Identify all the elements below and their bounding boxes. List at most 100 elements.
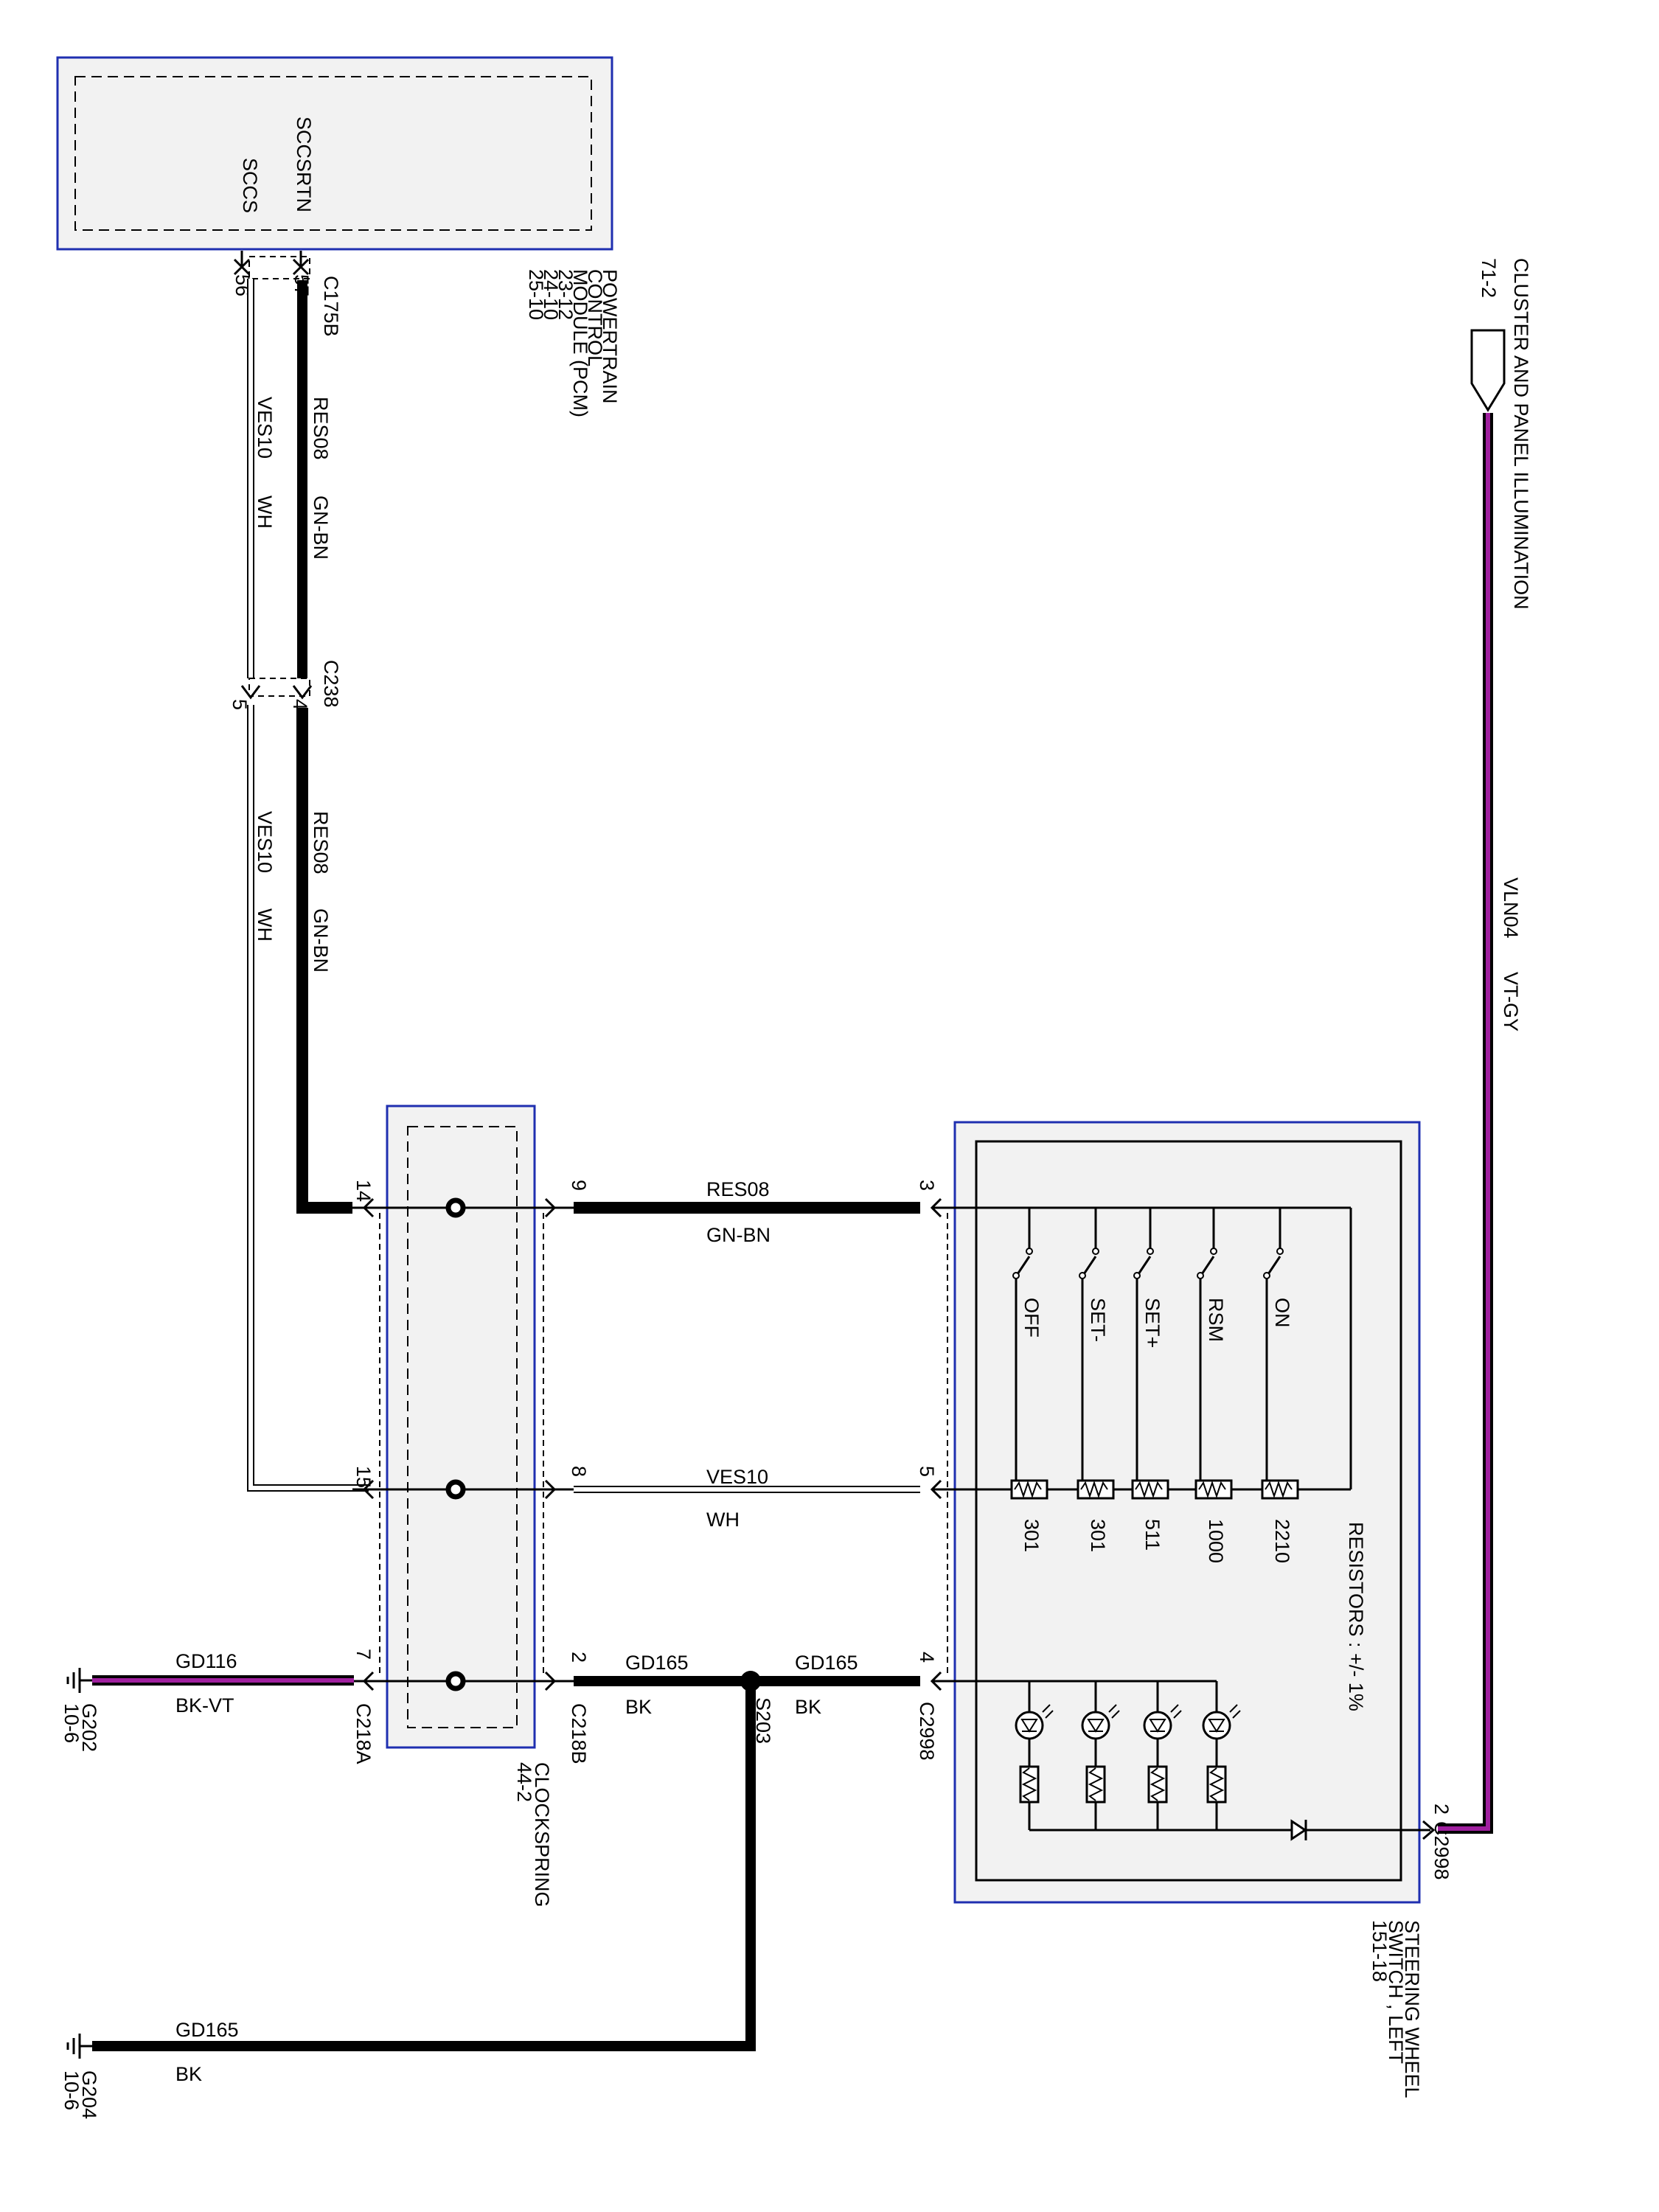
svg-text:301: 301	[1020, 1519, 1043, 1552]
clockspring-pin-8: 8	[568, 1466, 590, 1477]
c238-connector	[240, 678, 313, 700]
wire-label-bkvt: BK-VT	[175, 1694, 234, 1717]
pcm-pin-sccs: SCCS	[239, 158, 261, 213]
clockspring-pin-7: 7	[352, 1649, 375, 1660]
wire-label-bk-a: BK	[625, 1696, 652, 1718]
switch-pin-3: 3	[916, 1180, 938, 1191]
wire-label-gnbn-upper: GN-BN	[310, 495, 332, 560]
switch-position-off: OFF	[1012, 1208, 1043, 1481]
ground-g202-ref: 10-6	[60, 1703, 83, 1743]
wire-ves10-lower	[247, 705, 369, 1492]
switch-position-rsm: RSM	[1197, 1208, 1227, 1481]
clockspring-pin-14: 14	[352, 1180, 375, 1202]
svg-text:1000: 1000	[1205, 1519, 1227, 1563]
resistor-4: 1000	[1194, 1479, 1233, 1563]
clockspring-arrows	[362, 1197, 557, 1691]
wire-label-gnbn-right: GN-BN	[706, 1224, 771, 1246]
wire-label-gd165-b: GD165	[795, 1652, 858, 1674]
c218a-label: C218A	[352, 1703, 375, 1764]
wire-label-gd165-ground: GD165	[175, 2019, 239, 2041]
clockspring-pin-2: 2	[568, 1652, 590, 1663]
svg-text:RSM: RSM	[1205, 1298, 1227, 1342]
wire-label-ves10-right: VES10	[706, 1466, 768, 1488]
ground-g204-icon	[66, 2034, 92, 2059]
c218b-label: C218B	[568, 1703, 590, 1764]
svg-text:MODULE (PCM): MODULE (PCM)	[569, 269, 591, 417]
resistor-1: 301	[1010, 1479, 1048, 1552]
ground-g204-label: G204	[78, 2070, 100, 2119]
led-2	[1081, 1681, 1120, 1830]
switch-position-on: ON	[1263, 1208, 1293, 1481]
clockspring-pin-9: 9	[568, 1180, 590, 1191]
wire-label-vln04: VLN04	[1500, 877, 1522, 939]
c238-pin-4: 4	[289, 699, 311, 710]
wire-label-gd165-a: GD165	[625, 1652, 689, 1674]
svg-text:23-12: 23-12	[554, 269, 577, 320]
led-4	[1202, 1681, 1241, 1830]
svg-text:POWERTRAIN: POWERTRAIN	[599, 269, 621, 404]
cluster-label: CLUSTER AND PANEL ILLUMINATION	[1510, 258, 1532, 610]
wire-label-ves10-upper: VES10	[254, 397, 276, 459]
wire-label-vtgy: VT-GY	[1500, 972, 1522, 1032]
wire-label-wh-lower: WH	[254, 908, 276, 942]
ground-g202-label: G202	[78, 1703, 100, 1752]
c2998-illum-arrow	[1422, 1820, 1436, 1840]
pcm-connector-arrows	[233, 251, 310, 276]
switch-connector-c2998: C2998	[916, 1702, 938, 1761]
wire-label-bk-b: BK	[795, 1696, 821, 1718]
svg-text:SWITCH , LEFT: SWITCH , LEFT	[1385, 1920, 1407, 2064]
wire-label-res08-right: RES08	[706, 1178, 770, 1200]
svg-text:44-2: 44-2	[513, 1762, 535, 1802]
wire-res08-upper	[297, 280, 307, 678]
switch-columns: OFF SET- SET+ RSM ON 301 301 511 1000 2210	[1010, 1208, 1299, 1563]
switch-label: STEERING WHEEL SWITCH , LEFT 151-18	[1368, 1920, 1423, 2098]
cluster-connector-icon	[1470, 329, 1506, 412]
pcm-label: POWERTRAIN CONTROL MODULE (PCM) 23-12 24…	[525, 269, 621, 417]
switch-arrows	[930, 1197, 942, 1691]
svg-text:OFF: OFF	[1020, 1298, 1043, 1338]
svg-text:CLOCKSPRING: CLOCKSPRING	[531, 1762, 553, 1907]
wire-res08-lower	[296, 708, 352, 1214]
c238-label: C238	[320, 660, 342, 708]
cluster-ref: 71-2	[1478, 258, 1500, 298]
wire-label-ves10-lower: VES10	[254, 811, 276, 873]
resistor-2: 301	[1077, 1479, 1115, 1552]
svg-text:2210: 2210	[1271, 1519, 1293, 1563]
resistor-5: 2210	[1261, 1479, 1299, 1563]
resistors-note: RESISTORS : +/- 1%	[1345, 1522, 1367, 1711]
diode-icon	[1290, 1819, 1307, 1841]
wire-res08-right	[574, 1202, 920, 1214]
pcm-pin-sccsrtn: SCCSRTN	[293, 116, 315, 212]
svg-text:ON: ON	[1271, 1298, 1293, 1328]
svg-text:SET+: SET+	[1141, 1298, 1164, 1348]
led-columns	[1015, 1681, 1241, 1830]
switch-position-setplus: SET+	[1133, 1208, 1164, 1481]
switch-illum-pin: 2	[1430, 1804, 1453, 1815]
pcm-module: SCCSRTN SCCS POWERTRAIN CONTROL MODULE (…	[56, 56, 621, 417]
clockspring-pin-15: 15	[352, 1466, 375, 1488]
svg-text:CONTROL: CONTROL	[584, 269, 606, 366]
svg-text:25-10: 25-10	[525, 269, 547, 320]
svg-text:24-10: 24-10	[540, 269, 562, 320]
ground-g202-icon	[66, 1668, 92, 1693]
svg-text:SET-: SET-	[1087, 1298, 1109, 1342]
led-3	[1143, 1681, 1182, 1830]
wire-label-gd116: GD116	[175, 1650, 237, 1672]
resistor-3: 511	[1131, 1479, 1169, 1551]
clockspring-label: CLOCKSPRING 44-2	[513, 1762, 553, 1907]
wire-gd165-ground	[92, 1681, 756, 2051]
wire-label-bk-ground: BK	[175, 2063, 202, 2085]
svg-text:511: 511	[1141, 1519, 1164, 1551]
wire-label-res08-lower: RES08	[310, 811, 332, 874]
svg-text:301: 301	[1087, 1519, 1109, 1552]
switch-pin-5: 5	[916, 1466, 938, 1477]
led-1	[1015, 1681, 1054, 1830]
wire-label-wh-upper: WH	[254, 495, 276, 529]
svg-text:STEERING WHEEL: STEERING WHEEL	[1401, 1920, 1423, 2098]
wire-label-wh-right: WH	[706, 1509, 740, 1531]
clockspring-rings	[445, 1197, 466, 1691]
svg-text:151-18: 151-18	[1368, 1920, 1391, 1982]
switch-pin-4: 4	[916, 1652, 938, 1663]
wire-label-gnbn-lower: GN-BN	[310, 908, 332, 973]
